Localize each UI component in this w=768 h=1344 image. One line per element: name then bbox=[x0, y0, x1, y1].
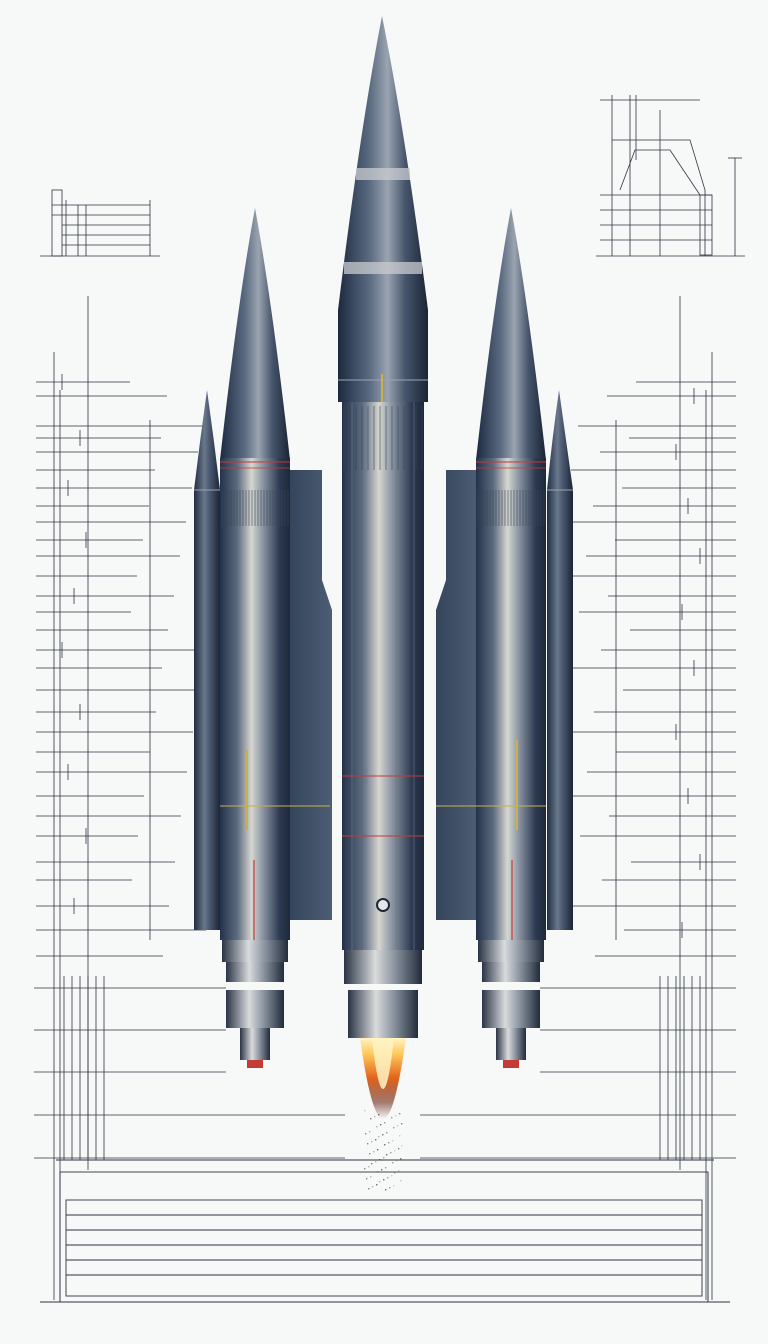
exhaust-speck bbox=[366, 1178, 368, 1180]
exhaust-speck bbox=[370, 1118, 372, 1120]
exhaust-speck bbox=[393, 1185, 395, 1187]
core-stage-interstage bbox=[342, 402, 424, 472]
exhaust-speck bbox=[372, 1186, 374, 1188]
exhaust-speck bbox=[392, 1140, 394, 1142]
exhaust-speck bbox=[401, 1145, 403, 1147]
booster-right bbox=[436, 208, 546, 1068]
detail-block-top-left bbox=[40, 189, 160, 257]
core-stage-body bbox=[342, 470, 424, 950]
exhaust-speck bbox=[386, 1132, 388, 1134]
exhaust-speck bbox=[370, 1176, 372, 1178]
exhaust-speck bbox=[382, 1134, 384, 1136]
exhaust-speck bbox=[394, 1150, 396, 1152]
exhaust-speck bbox=[383, 1157, 385, 1159]
fin-right bbox=[436, 470, 478, 920]
exhaust-speck bbox=[401, 1123, 403, 1125]
exhaust-speck bbox=[371, 1163, 373, 1165]
leader-lines-lower bbox=[34, 987, 736, 1159]
fins bbox=[290, 470, 478, 920]
exhaust-speck bbox=[368, 1166, 370, 1168]
exhaust-speck bbox=[380, 1124, 382, 1126]
exhaust-speck bbox=[368, 1188, 370, 1190]
exhaust-speck bbox=[384, 1144, 386, 1146]
base-frame bbox=[40, 1159, 730, 1303]
exhaust-speck bbox=[381, 1169, 383, 1171]
exhaust-speck bbox=[383, 1179, 385, 1181]
core-stage bbox=[338, 16, 428, 1038]
exhaust-speck bbox=[385, 1189, 387, 1191]
exhaust-speck bbox=[379, 1181, 381, 1183]
outer-booster-left bbox=[194, 390, 220, 930]
exhaust-speck bbox=[398, 1170, 400, 1172]
booster-left-body bbox=[220, 528, 290, 940]
exhaust-speck bbox=[378, 1114, 380, 1116]
booster-right-body bbox=[476, 528, 546, 940]
exhaust-specks bbox=[364, 1110, 403, 1191]
core-stage-port bbox=[376, 898, 390, 912]
exhaust-speck bbox=[375, 1139, 377, 1141]
booster-right-nozzle bbox=[482, 990, 540, 1028]
exhaust-speck bbox=[400, 1180, 402, 1182]
drafting-lines-right bbox=[557, 296, 736, 1300]
booster-left-nose bbox=[220, 208, 290, 460]
exhaust-speck bbox=[378, 1136, 380, 1138]
exhaust-speck bbox=[364, 1168, 366, 1170]
exhaust-speck bbox=[398, 1148, 400, 1150]
exhaust-speck bbox=[391, 1175, 393, 1177]
exhaust-speck bbox=[390, 1152, 392, 1154]
exhaust-speck bbox=[367, 1143, 369, 1145]
exhaust-speck bbox=[369, 1153, 371, 1155]
exhaust-speck bbox=[377, 1149, 379, 1151]
detail-block-top-right bbox=[596, 95, 745, 257]
exhaust-speck bbox=[389, 1187, 391, 1189]
core-stage-nozzle bbox=[348, 990, 418, 1038]
exhaust-speck bbox=[396, 1160, 398, 1162]
exhaust-speck bbox=[376, 1126, 378, 1128]
exhaust-speck bbox=[391, 1117, 393, 1119]
exhaust-flame bbox=[360, 1038, 406, 1119]
outer-booster-right bbox=[547, 390, 573, 930]
exhaust-speck bbox=[385, 1167, 387, 1169]
exhaust-speck bbox=[379, 1159, 381, 1161]
booster-left bbox=[220, 208, 330, 1068]
exhaust-speck bbox=[373, 1151, 375, 1153]
fin-left bbox=[290, 470, 332, 920]
exhaust-speck bbox=[364, 1110, 366, 1112]
booster-right-nose bbox=[476, 208, 546, 460]
exhaust-speck bbox=[376, 1184, 378, 1186]
exhaust-speck bbox=[399, 1113, 401, 1115]
core-stage-nose bbox=[338, 16, 428, 402]
exhaust-speck bbox=[365, 1133, 367, 1135]
exhaust-speck bbox=[395, 1115, 397, 1117]
exhaust-speck bbox=[371, 1141, 373, 1143]
exhaust-speck bbox=[394, 1172, 396, 1174]
exhaust-speck bbox=[377, 1171, 379, 1173]
exhaust-speck bbox=[392, 1162, 394, 1164]
exhaust-speck bbox=[386, 1154, 388, 1156]
booster-left-nozzle bbox=[226, 990, 284, 1028]
exhaust-speck bbox=[375, 1161, 377, 1163]
exhaust-speck bbox=[384, 1122, 386, 1124]
drafting-lines-left bbox=[36, 296, 206, 1300]
exhaust-speck bbox=[399, 1135, 401, 1137]
exhaust-speck bbox=[397, 1125, 399, 1127]
exhaust-speck bbox=[400, 1158, 402, 1160]
exhaust-speck bbox=[388, 1142, 390, 1144]
exhaust-speck bbox=[369, 1131, 371, 1133]
exhaust-speck bbox=[374, 1116, 376, 1118]
exhaust-speck bbox=[393, 1127, 395, 1129]
exhaust-speck bbox=[387, 1177, 389, 1179]
